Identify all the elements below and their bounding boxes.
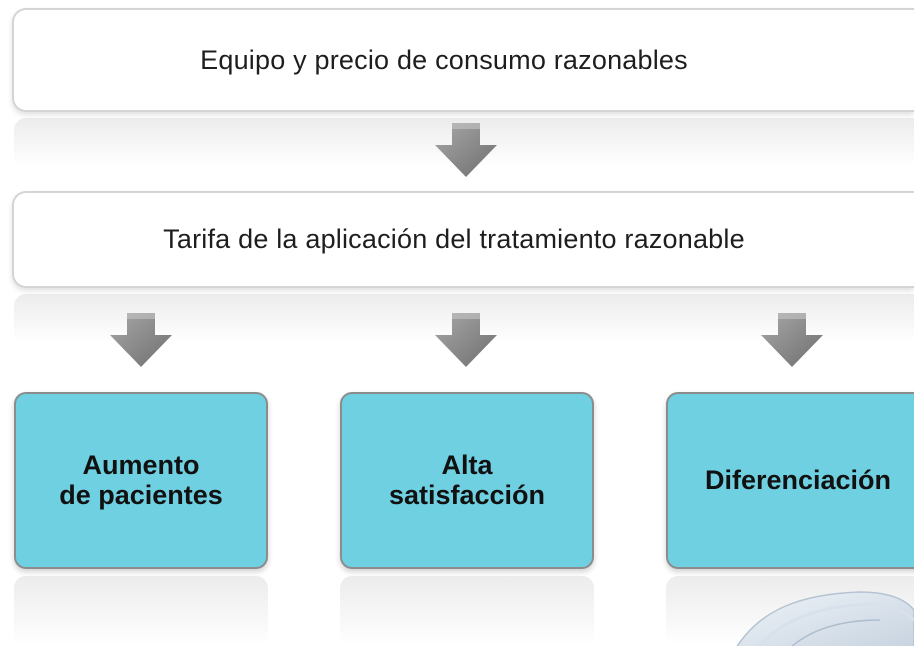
outcome-line-1: Diferenciación xyxy=(704,464,892,495)
outcome-box-patients: Aumento de pacientes xyxy=(14,392,268,569)
middle-box: Tarifa de la aplicación del tratamiento … xyxy=(12,191,914,288)
outcome-line-2: satisfacción xyxy=(388,479,546,510)
outcome-line-1: Aumento xyxy=(82,450,200,481)
down-arrow-icon xyxy=(761,313,823,367)
device-image xyxy=(736,591,914,646)
outcome-reflection xyxy=(14,576,268,646)
outcome-line-1: Alta xyxy=(441,450,493,481)
down-arrow-icon xyxy=(435,313,497,367)
outcome-box-satisfaction: Alta satisfacción xyxy=(340,392,594,569)
down-arrow-icon xyxy=(435,123,497,177)
outcome-reflection xyxy=(340,576,594,646)
outcome-line-2: de pacientes xyxy=(59,479,223,510)
down-arrow-icon xyxy=(110,313,172,367)
outcome-box-differentiation: Diferenciación xyxy=(666,392,914,569)
top-box: Equipo y precio de consumo razonables xyxy=(12,8,914,112)
top-box-text: Equipo y precio de consumo razonables xyxy=(200,44,688,75)
middle-box-text: Tarifa de la aplicación del tratamiento … xyxy=(163,224,745,254)
